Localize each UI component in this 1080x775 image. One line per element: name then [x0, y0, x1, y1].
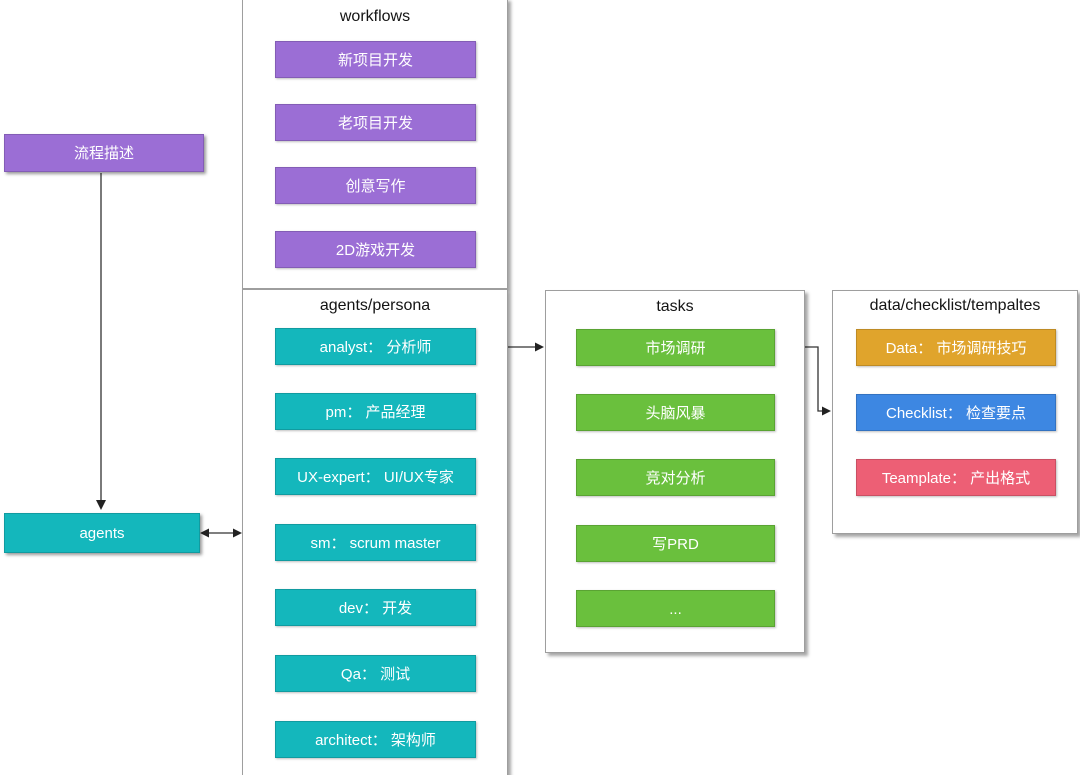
- agent-node[interactable]: sm： scrum master: [275, 524, 476, 561]
- workflow-node[interactable]: 新项目开发: [275, 41, 476, 78]
- resources-title: data/checklist/tempaltes: [869, 297, 1041, 314]
- task-node[interactable]: 竞对分析: [576, 459, 775, 496]
- agent-node[interactable]: analyst： 分析师: [275, 328, 476, 365]
- agent-node[interactable]: UX-expert： UI/UX专家: [275, 458, 476, 495]
- arrowhead-right-icon: [822, 406, 831, 416]
- task-node[interactable]: 头脑风暴: [576, 394, 775, 431]
- arrowhead-right-icon: [233, 528, 242, 538]
- task-node[interactable]: 市场调研: [576, 329, 775, 366]
- agents-persona-group[interactable]: agents/persona analyst： 分析师 pm： 产品经理 UX-…: [242, 289, 508, 775]
- tasks-title: tasks: [656, 298, 694, 315]
- tasks-group[interactable]: tasks 市场调研 头脑风暴 竞对分析 写PRD ...: [545, 290, 805, 653]
- workflow-node[interactable]: 创意写作: [275, 167, 476, 204]
- agent-node[interactable]: Qa： 测试: [275, 655, 476, 692]
- arrowhead-down-icon: [96, 500, 106, 510]
- workflows-title: workflows: [339, 8, 411, 25]
- agents-label[interactable]: agents: [4, 513, 200, 553]
- arrowhead-left-icon: [200, 528, 209, 538]
- workflow-node[interactable]: 2D游戏开发: [275, 231, 476, 268]
- resource-node-data[interactable]: Data： 市场调研技巧: [856, 329, 1056, 366]
- agent-node[interactable]: dev： 开发: [275, 589, 476, 626]
- task-node[interactable]: 写PRD: [576, 525, 775, 562]
- agents-persona-title: agents/persona: [319, 297, 431, 314]
- workflow-node[interactable]: 老项目开发: [275, 104, 476, 141]
- resources-group[interactable]: data/checklist/tempaltes Data： 市场调研技巧 Ch…: [832, 290, 1078, 534]
- agent-node[interactable]: pm： 产品经理: [275, 393, 476, 430]
- process-desc-label[interactable]: 流程描述: [4, 134, 204, 172]
- resource-node-checklist[interactable]: Checklist： 检查要点: [856, 394, 1056, 431]
- task-node[interactable]: ...: [576, 590, 775, 627]
- arrowhead-right-icon: [535, 342, 544, 352]
- workflows-group[interactable]: workflows 新项目开发 老项目开发 创意写作 2D游戏开发: [242, 0, 508, 289]
- resource-node-template[interactable]: Teamplate： 产出格式: [856, 459, 1056, 496]
- agent-node[interactable]: architect： 架构师: [275, 721, 476, 758]
